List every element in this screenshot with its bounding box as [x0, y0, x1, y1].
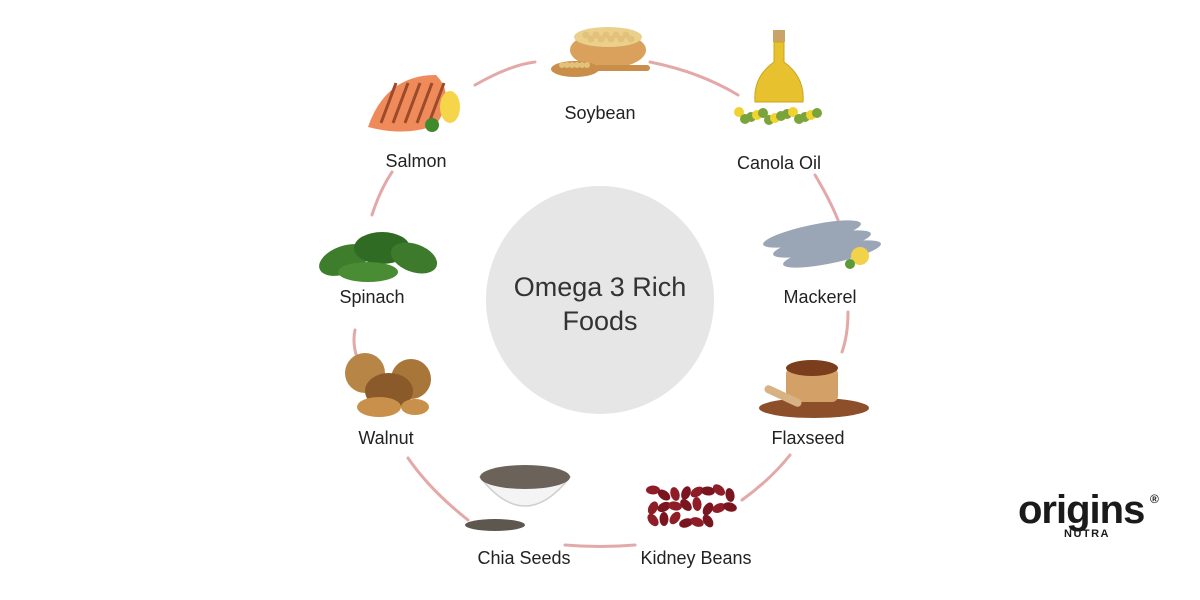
ring-segment	[648, 60, 740, 97]
logo-wordmark: origins	[1018, 488, 1145, 532]
kidney-beans-icon	[646, 484, 737, 528]
ring-segment	[740, 453, 792, 502]
food-label: Spinach	[339, 287, 405, 307]
food-label: Soybean	[564, 103, 636, 123]
food-label: Mackerel	[783, 287, 857, 307]
soybean-bowl-icon	[551, 27, 650, 77]
food-label: Canola Oil	[736, 153, 822, 173]
ring-segment	[473, 60, 537, 87]
spinach-leaves-icon	[319, 232, 438, 282]
chia-seeds-bowl-icon	[465, 465, 572, 531]
mackerel-fish-icon	[763, 220, 881, 269]
center-circle	[486, 186, 714, 414]
center-title-line-2: Foods	[562, 306, 638, 336]
ring-segment	[370, 170, 394, 217]
ring-segment	[406, 456, 470, 522]
origins-nutra-logo: origins ® NUTRA	[1018, 488, 1168, 544]
canola-oil-bottle-icon	[734, 30, 822, 125]
ring-segment	[563, 543, 637, 548]
center-title: Omega 3 Rich Foods	[470, 270, 730, 338]
food-label: Kidney Beans	[640, 548, 752, 568]
flaxseed-bowl-icon	[759, 360, 869, 418]
walnut-icon	[345, 353, 431, 417]
ring-segment	[813, 173, 840, 222]
logo-subtitle: NUTRA	[1064, 528, 1110, 540]
salmon-fillet-icon	[368, 75, 460, 132]
food-label: Salmon	[385, 151, 447, 171]
ring-segment	[840, 310, 850, 354]
food-label: Flaxseed	[771, 428, 845, 448]
food-label: Chia Seeds	[477, 548, 571, 568]
logo-registered-mark: ®	[1150, 492, 1159, 506]
food-label: Walnut	[358, 428, 414, 448]
center-title-line-1: Omega 3 Rich	[513, 272, 687, 302]
